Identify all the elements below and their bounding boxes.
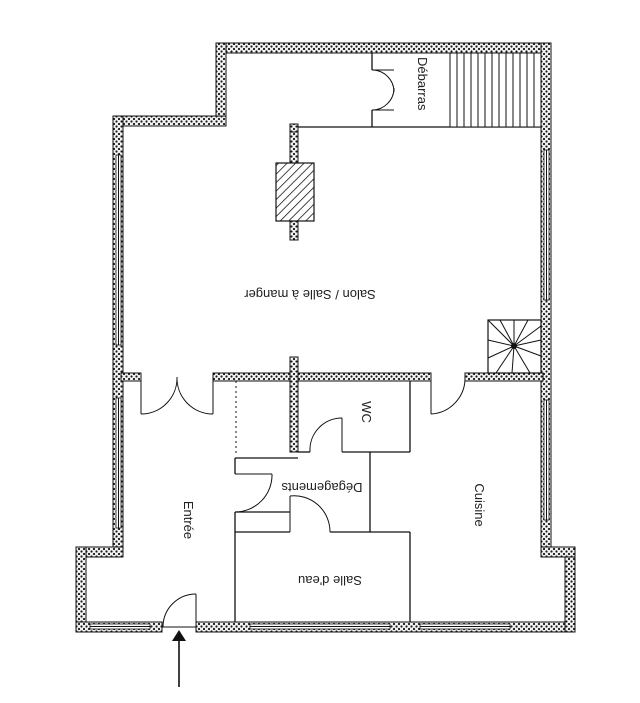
doors: [140, 69, 466, 628]
label-salle-eau: Salle d'eau: [298, 573, 362, 588]
label-entree: Entrée: [181, 501, 196, 539]
entrance-arrow-icon: [172, 630, 186, 687]
label-degagements: Dégagements: [281, 480, 362, 495]
label-cuisine: Cuisine: [472, 483, 487, 526]
label-debarras: Débarras: [415, 57, 430, 111]
label-salon: Salon / Salle à manger: [244, 287, 376, 302]
chimney: [275, 162, 315, 222]
storage-shelving: [449, 52, 542, 128]
spiral-staircase: [487, 319, 542, 374]
label-wc: WC: [359, 401, 374, 423]
windows: [89, 149, 550, 630]
